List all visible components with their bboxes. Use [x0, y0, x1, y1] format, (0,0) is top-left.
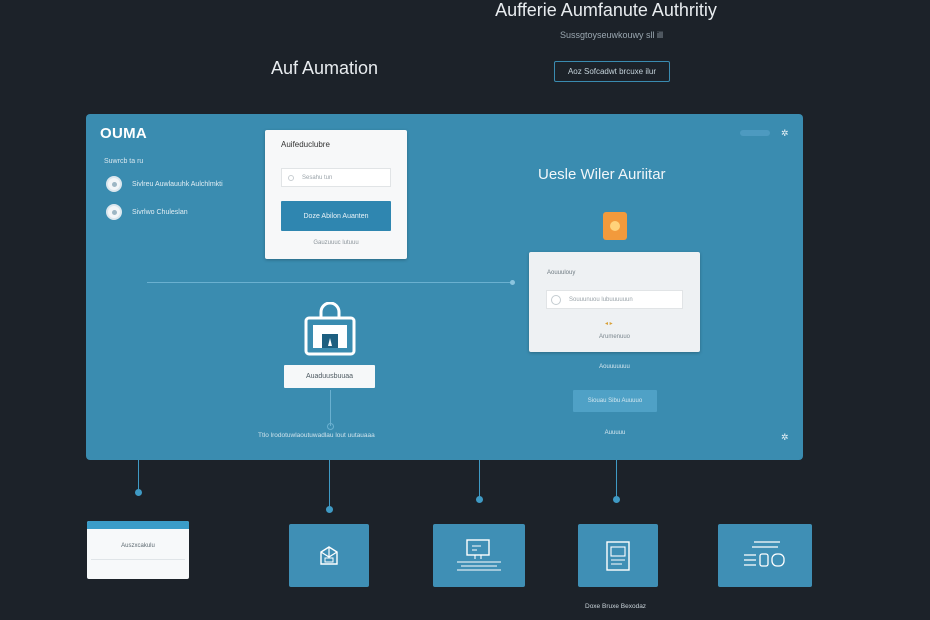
- right-button[interactable]: Siouau Sibu Auuuuo: [573, 390, 657, 412]
- radio-icon: [106, 176, 122, 192]
- login-input[interactable]: Sesahu tun: [281, 168, 391, 187]
- tile-package[interactable]: [289, 524, 369, 587]
- hero-title: Aufferie Aumfanute Authritiy: [495, 0, 717, 20]
- app-logo: OUMA: [100, 125, 148, 142]
- connector-line: [138, 460, 139, 492]
- left-title: Auf Aumation: [271, 58, 379, 78]
- user-input-placeholder: Souuunuou lubuuuuuun: [569, 296, 633, 303]
- connector-dot: [613, 496, 620, 503]
- connector-line: [329, 460, 330, 508]
- right-title: Uesle Wiler Auriitar: [538, 166, 666, 183]
- document-icon: [606, 540, 630, 571]
- tile-label: Auszxcakulu: [121, 543, 155, 549]
- login-card-footer[interactable]: Gauzuuuc lutuuu: [313, 240, 359, 246]
- login-button[interactable]: Doze Abilon Auanten: [281, 201, 391, 231]
- arrows-icon: ◂ ▸: [605, 321, 613, 327]
- connector-line: [330, 390, 331, 426]
- user-icon: [603, 212, 627, 240]
- tile-list[interactable]: [718, 524, 812, 587]
- connector-dot: [135, 489, 142, 496]
- window-titlebar: [87, 521, 189, 529]
- radio-icon: [551, 294, 561, 305]
- hero-subtitle: Sussgtoyseuwkouwy sll ill: [560, 30, 664, 40]
- lock-caption: Ttlo lrodotuwlaoutuwadlau lout uutauaaa: [258, 432, 375, 439]
- sidebar-heading: Suwrcb ta ru: [104, 158, 144, 165]
- connector-line: [616, 460, 617, 498]
- divider: [91, 559, 185, 560]
- box-icon: [320, 545, 338, 565]
- connector-dot: [326, 506, 333, 513]
- gear-icon[interactable]: ✲: [781, 432, 789, 442]
- connector-line: [479, 460, 480, 498]
- user-field-label: Aouuulouy: [547, 270, 576, 276]
- connector-dot: [476, 496, 483, 503]
- sidebar-item-label: Sivlreu Auwlauuhk Aulchlmkti: [132, 180, 223, 188]
- list-icon: [744, 540, 785, 567]
- tile-monitor[interactable]: [433, 524, 525, 587]
- input-icon: [288, 174, 294, 181]
- connector-dot: [327, 423, 334, 430]
- gear-icon[interactable]: ✲: [781, 128, 789, 138]
- tile-browser-window[interactable]: Auszxcakulu: [87, 521, 189, 579]
- connector-line: [147, 282, 513, 283]
- tile-document[interactable]: [578, 524, 658, 587]
- user-input[interactable]: Souuunuou lubuuuuuun: [546, 290, 683, 309]
- header-pill[interactable]: [740, 130, 770, 136]
- hero-button[interactable]: Aoz Sofcadwt brcuxe ilur: [554, 61, 670, 82]
- lock-button[interactable]: Auaduusbuuaa: [284, 365, 375, 388]
- connector-dot: [510, 280, 515, 285]
- tiles-caption: Doxe Bruxe Bexodaz: [585, 603, 647, 610]
- lock-icon: [304, 302, 356, 356]
- right-footer: Auuuuu: [604, 430, 626, 436]
- login-card-title: Auifeduclubre: [281, 140, 330, 149]
- user-card-link[interactable]: Arumenuuo: [598, 334, 631, 340]
- sidebar-item[interactable]: Sivrlwo Chuleslan: [106, 204, 188, 220]
- login-card: [265, 130, 407, 259]
- sidebar-item[interactable]: Sivlreu Auwlauuhk Aulchlmkti: [106, 176, 223, 192]
- right-small-text: Aouuuuuuu: [599, 364, 630, 370]
- sidebar-item-label: Sivrlwo Chuleslan: [132, 208, 188, 216]
- monitor-icon: [457, 538, 501, 570]
- login-input-placeholder: Sesahu tun: [302, 174, 333, 181]
- radio-icon: [106, 204, 122, 220]
